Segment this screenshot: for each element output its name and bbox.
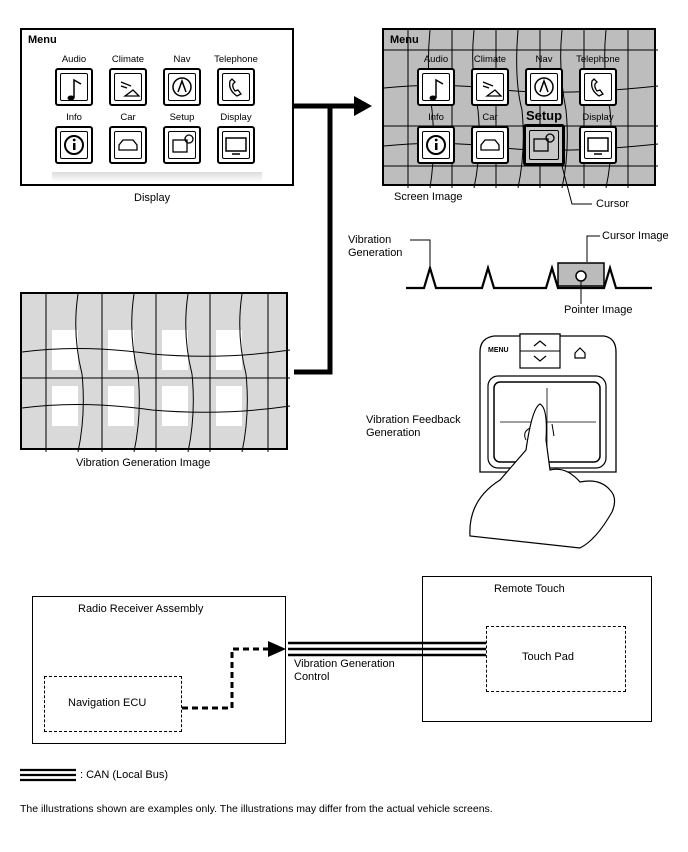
touch-pad-label: Touch Pad: [522, 651, 574, 663]
car-icon: [109, 126, 147, 164]
info-icon: [55, 126, 93, 164]
remote-touch-label: Remote Touch: [494, 583, 565, 595]
screen-image-panel: Menu Audio Climate Nav Telephone Info Ca…: [382, 28, 659, 189]
screen-label-setup: Setup: [525, 108, 563, 123]
vibration-image-caption: Vibration Generation Image: [76, 457, 211, 469]
display-label-climate: Climate: [111, 54, 145, 65]
menu-button[interactable]: MENU: [488, 347, 509, 354]
telephone-icon: [217, 68, 255, 106]
setup-icon: [163, 126, 201, 164]
screen-label-climate: Climate: [473, 54, 507, 65]
vibration-grid: [21, 293, 291, 453]
screen-label-nav: Nav: [535, 54, 553, 65]
radio-receiver-label: Radio Receiver Assembly: [78, 603, 204, 615]
display-panel: Menu Audio Climate Nav Telephone Info Ca…: [20, 28, 294, 186]
navigation-ecu-box: [44, 676, 182, 732]
faded-row-hint: [52, 172, 262, 182]
footnote: The illustrations shown are examples onl…: [20, 803, 493, 815]
cursor-label: Cursor: [596, 198, 630, 210]
screen-climate-icon: [471, 68, 509, 106]
screen-setup-icon-selected: [523, 124, 565, 166]
display-label-info: Info: [66, 112, 82, 123]
audio-icon: [55, 68, 93, 106]
pointer-image-label: Pointer Image: [564, 304, 633, 316]
navigation-ecu-label: Navigation ECU: [68, 697, 147, 709]
radio-receiver-box: [32, 596, 286, 744]
display-label-audio: Audio: [61, 54, 87, 65]
screen-label-car: Car: [482, 112, 498, 123]
vibration-generation-image-panel: [20, 292, 291, 453]
screen-image-caption: Screen Image: [394, 191, 463, 203]
climate-icon: [109, 68, 147, 106]
screen-label-audio: Audio: [423, 54, 449, 65]
display-menu-title: Menu: [28, 34, 57, 46]
display-label-car: Car: [120, 112, 136, 123]
display-label-nav: Nav: [173, 54, 191, 65]
display-icon: [217, 126, 255, 164]
can-legend-label: : CAN (Local Bus): [80, 769, 169, 781]
screen-telephone-icon: [579, 68, 617, 106]
signal-label: Vibration Generation Control: [294, 658, 395, 683]
screen-car-icon: [471, 126, 509, 164]
display-label-telephone: Telephone: [214, 54, 258, 65]
screen-nav-icon: [525, 68, 563, 106]
screen-label-info: Info: [428, 112, 444, 123]
screen-display-icon: [579, 126, 617, 164]
screen-audio-icon: [417, 68, 455, 106]
display-label-display: Display: [220, 112, 252, 123]
touch-pad-box: [486, 626, 626, 692]
vibration-feedback-label: Vibration Feedback Generation: [366, 414, 461, 439]
display-caption: Display: [134, 192, 171, 204]
nav-icon: [163, 68, 201, 106]
screen-label-telephone: Telephone: [576, 54, 620, 65]
screen-menu-title: Menu: [390, 34, 419, 46]
screen-info-icon: [417, 126, 455, 164]
display-label-setup: Setup: [169, 112, 195, 123]
screen-label-display: Display: [582, 112, 614, 123]
cursor-image-label: Cursor Image: [602, 230, 669, 242]
vibration-generation-label: Vibration Generation: [348, 234, 403, 259]
